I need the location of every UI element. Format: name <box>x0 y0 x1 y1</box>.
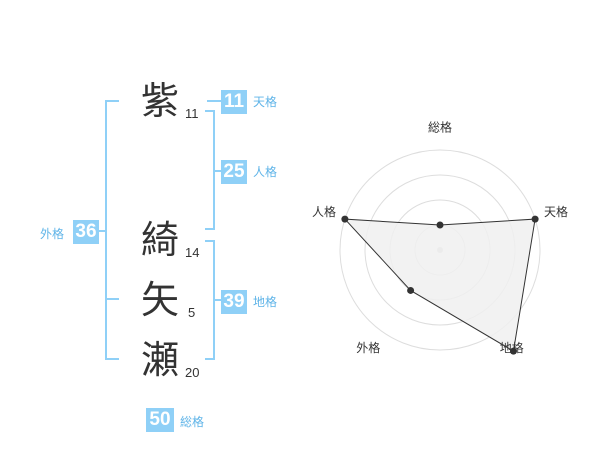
gaikaku-bracket-top <box>105 100 119 102</box>
gaikaku-badge: 36 <box>73 220 99 244</box>
stroke-count-2: 14 <box>185 245 200 260</box>
soukaku-label: 総格 <box>180 415 205 429</box>
chikaku-connector <box>213 299 221 301</box>
name-char-1: 紫 <box>141 79 180 123</box>
stroke-count-4: 20 <box>185 365 200 380</box>
gaikaku-label: 外格 <box>40 227 65 241</box>
name-char-2: 綺 <box>141 218 180 262</box>
radar-point <box>407 286 415 294</box>
chikaku-label: 地格 <box>253 295 278 309</box>
name-char-3: 矢 <box>141 278 180 322</box>
chikaku-bracket-bottom <box>205 358 215 360</box>
radar-points <box>341 215 539 355</box>
radar-point <box>531 215 539 223</box>
stroke-count-3: 5 <box>188 305 196 320</box>
jinkaku-connector <box>213 170 221 172</box>
jinkaku-label: 人格 <box>253 165 278 179</box>
chikaku-bracket-top <box>205 240 215 242</box>
radar-axis-label: 人格 <box>312 204 336 219</box>
tenkaku-connector <box>207 100 221 102</box>
gaikaku-bracket-bottom <box>105 358 119 360</box>
radar-axis-label: 総格 <box>428 120 452 135</box>
soukaku-badge: 50 <box>146 408 174 432</box>
gaikaku-connector <box>99 230 106 232</box>
radar-point <box>436 221 444 229</box>
radar-axis-label: 外格 <box>356 340 380 355</box>
radar-point <box>341 215 349 223</box>
jinkaku-badge: 25 <box>221 160 247 184</box>
tenkaku-badge: 11 <box>221 90 247 114</box>
radar-ring <box>339 149 541 351</box>
gaikaku-bracket-mid <box>105 298 119 300</box>
radar-axis-label: 天格 <box>544 204 568 219</box>
radar-data-area <box>343 218 536 352</box>
chikaku-badge: 39 <box>221 290 247 314</box>
name-char-4: 瀬 <box>141 338 180 382</box>
jinkaku-bracket-bottom <box>205 228 215 230</box>
radar-point <box>509 347 517 355</box>
gaikaku-bracket-vertical <box>105 100 107 360</box>
jinkaku-bracket-top <box>205 110 215 112</box>
radar-axis-label: 地格 <box>500 340 524 355</box>
stroke-count-1: 11 <box>185 106 199 121</box>
tenkaku-label: 天格 <box>253 95 278 109</box>
